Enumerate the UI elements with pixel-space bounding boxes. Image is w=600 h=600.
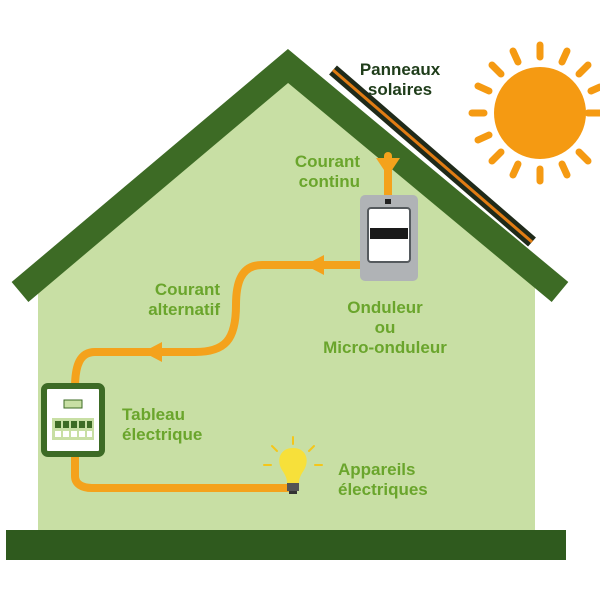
electrical-panel-icon — [41, 383, 105, 457]
light-bulb-icon — [263, 436, 323, 494]
direct-current-label: Courant continu — [270, 152, 360, 192]
solar-panel — [329, 65, 536, 247]
solar-panels-label-line2: solaires — [367, 80, 433, 99]
alternating-current-label-line1: Courant — [154, 280, 220, 299]
alternating-current-label-line2: alternatif — [148, 300, 220, 319]
wire-arrows — [143, 158, 400, 362]
dc-arrow — [376, 158, 400, 176]
appliances-label-line2: électriques — [338, 480, 428, 499]
direct-current-label-line2: continu — [298, 172, 360, 191]
electrical-panel-label-line2: électrique — [122, 425, 203, 444]
direct-current-label-line1: Courant — [294, 152, 360, 171]
electrical-panel-label-line1: Tableau — [122, 405, 185, 424]
ground — [6, 530, 566, 560]
solar-panels-label-line1: Panneaux — [359, 60, 441, 79]
appliances-label: Appareils électriques — [338, 460, 458, 500]
sun-icon — [468, 41, 600, 185]
ac-arrow-2 — [143, 342, 162, 362]
alternating-current-label: Courant alternatif — [120, 280, 220, 320]
inverter-label-line2: ou — [374, 318, 396, 337]
inverter-label-line1: Onduleur — [347, 298, 423, 317]
inverter-icon — [360, 195, 418, 281]
solar-panels-label: Panneaux solaires — [345, 60, 455, 100]
appliances-label-line1: Appareils — [338, 460, 416, 479]
inverter-label-line3: Micro-onduleur — [323, 338, 447, 357]
roof — [11, 49, 569, 302]
electrical-panel-label: Tableau électrique — [122, 405, 232, 445]
ac-arrow-1 — [305, 255, 324, 275]
inverter-label: Onduleur ou Micro-onduleur — [305, 298, 465, 358]
